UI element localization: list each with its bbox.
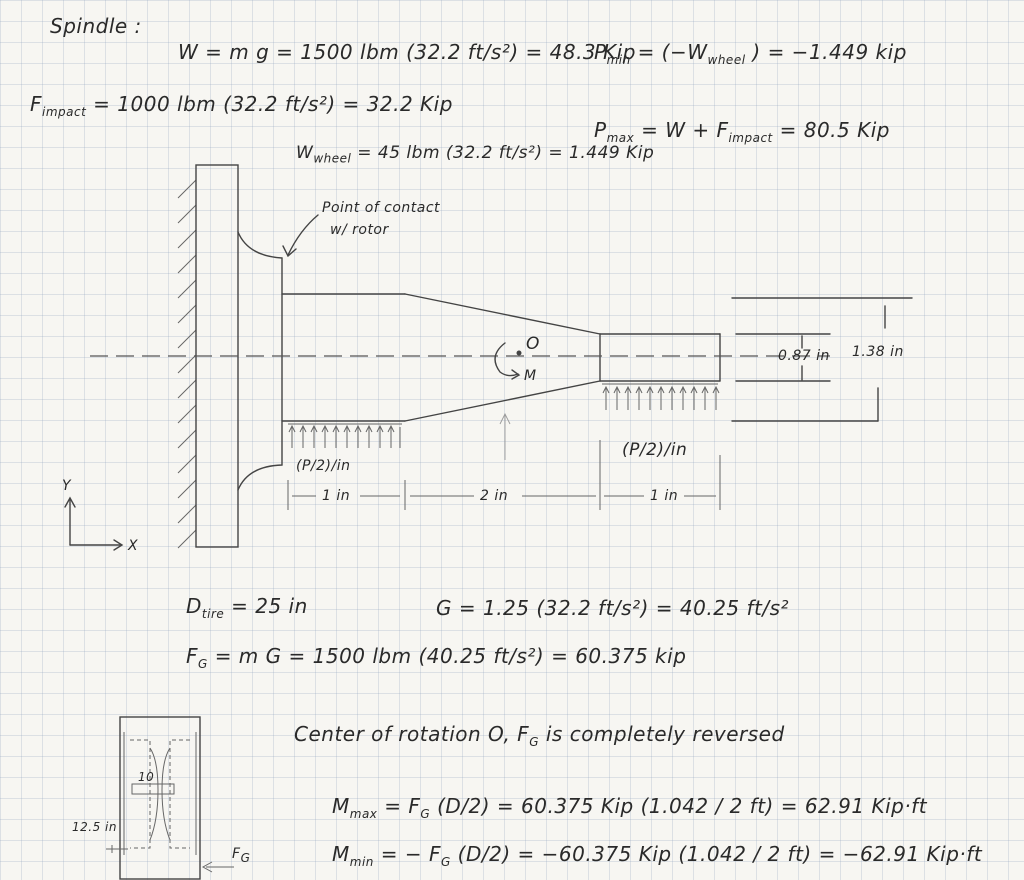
wheel-force-sub: G [240,850,251,865]
p-max-equation: Pmax = W + Fimpact = 80.5 Kip [594,118,890,145]
wheel-sketch [106,716,234,880]
spindle-title: Spindle : [50,14,142,38]
p-min-sub: min [606,53,631,67]
right-distributed-load [602,383,720,410]
m-max-equation: Mmax = FG (D/2) = 60.375 Kip (1.042 / 2 … [332,794,927,821]
m-max-value: (D/2) = 60.375 Kip (1.042 / 2 ft) = 62.9… [437,794,928,818]
rotor-hub [237,231,283,491]
m-max-sub: max [349,807,378,821]
point-o [516,350,522,356]
p-max-sub: max [606,131,635,145]
fg-expr: = m G = 1500 lbm (40.25 ft/s²) = 60.375 … [214,644,687,668]
p-max-value: = 80.5 Kip [779,118,890,142]
fg-sub: G [198,657,208,671]
tire-diameter-equation: Dtire = 25 in [186,594,308,621]
p-max-expr: = W + F [641,118,729,142]
wheel-symbol: W [296,143,314,163]
dimension-lines [731,297,913,422]
p-min-value: ) = −1.449 kip [752,40,907,64]
p-min-equation: Pmin = (−Wwheel ) = −1.449 kip [594,40,907,67]
y-axis-label: Y [62,478,72,494]
wheel-expr: = 45 lbm (32.2 ft/s²) = 1.449 Kip [357,143,655,163]
contact-note-line1: Point of contact [322,200,441,216]
p-max-expr-sub: impact [728,131,773,145]
wheel-force-label: FG [232,846,250,865]
wheel-dim-label: 12.5 in [72,820,117,834]
left-load-label: (P/2)/in [296,458,351,474]
fg-symbol: F [186,644,199,668]
m-max-expr-sub: G [420,807,431,821]
contact-arrow [287,214,319,256]
large-diameter-label: 1.38 in [852,344,904,360]
rotation-note-text: Center of rotation O, F [294,722,530,746]
fg-equation: FG = m G = 1500 lbm (40.25 ft/s²) = 60.3… [186,644,686,671]
wheel-weight-equation: Wwheel = 45 lbm (32.2 ft/s²) = 1.449 Kip [296,143,654,165]
tire-sub: tire [201,607,225,621]
m-max-expr: = F [384,794,421,818]
length-dimensions [287,440,721,510]
tire-symbol: D [186,594,202,618]
m-min-equation: Mmin = − FG (D/2) = −60.375 Kip (1.042 /… [332,842,982,869]
m-min-expr: = − F [380,842,441,866]
small-diameter-label: 0.87 in [778,348,830,364]
g-equation: G = 1.25 (32.2 ft/s²) = 40.25 ft/s² [436,596,790,620]
m-min-expr-sub: G [441,855,451,869]
wheel-sub: wheel [313,151,352,166]
wheel-force-symbol: F [232,846,241,862]
rotation-note: Center of rotation O, FG is completely r… [294,722,785,749]
m-max-symbol: M [332,794,350,818]
m-min-symbol: M [332,842,350,866]
m-min-value: (D/2) = −60.375 Kip (1.042 / 2 ft) = −62… [457,842,983,866]
right-length-label: 1 in [650,488,679,504]
middle-length-label: 2 in [480,488,509,504]
wheel-inner-label: 10 [138,770,155,784]
impact-expr: = 1000 lbm (32.2 ft/s²) = 32.2 Kip [93,92,453,116]
point-o-label: O [526,334,540,354]
right-load-label: (P/2)/in [622,440,688,460]
p-max-symbol: P [594,118,607,142]
impact-sub: impact [42,105,87,119]
m-min-sub: min [349,855,374,869]
tire-value: = 25 in [231,594,308,618]
contact-note-line2: w/ rotor [330,222,389,238]
coordinate-axes [64,496,124,551]
left-length-label: 1 in [322,488,351,504]
left-distributed-load [288,423,402,448]
rotation-note-sub: G [529,735,539,749]
shaft-outline [281,293,721,422]
impact-symbol: F [30,92,43,116]
p-min-symbol: P [594,40,607,64]
moment-arc [494,342,519,377]
x-axis-label: X [128,538,139,554]
rotation-note-end: is completely reversed [545,722,785,746]
p-min-expr: = (−W [637,40,708,64]
impact-equation: Fimpact = 1000 lbm (32.2 ft/s²) = 32.2 K… [30,92,453,119]
weight-equation: W = m g = 1500 lbm (32.2 ft/s²) = 48.3 K… [178,40,636,64]
p-min-expr-sub: wheel [707,53,746,67]
moment-label: M [524,368,537,384]
